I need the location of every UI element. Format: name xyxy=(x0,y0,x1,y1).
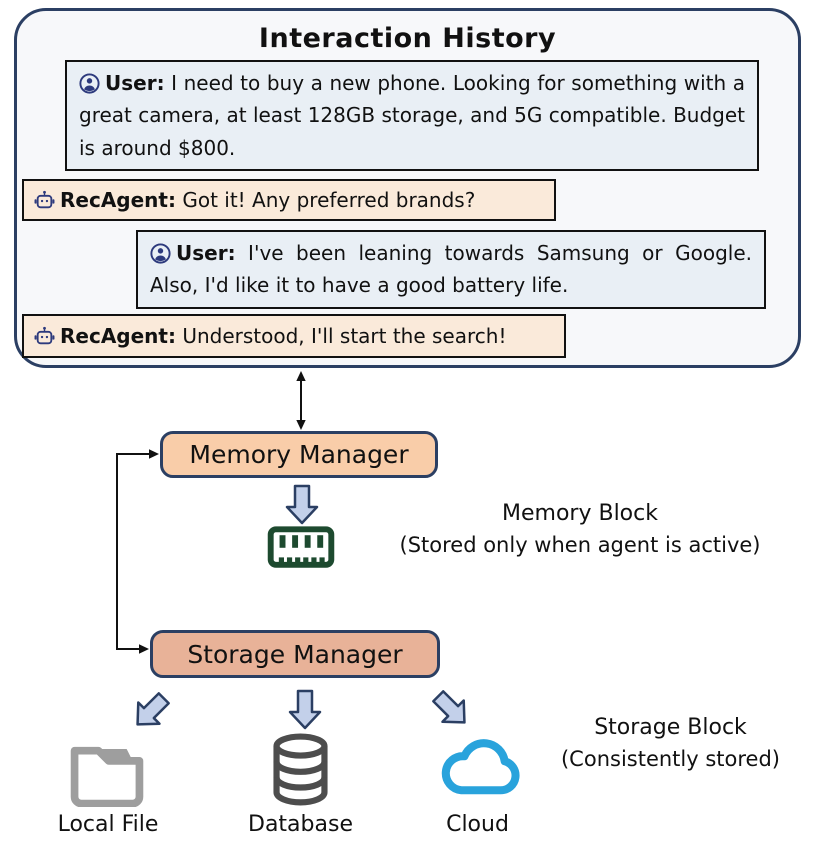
database-label: Database xyxy=(248,812,353,837)
storage-arrow-left xyxy=(136,692,170,726)
chat-bubble-user-1: User: I need to buy a new phone. Looking… xyxy=(65,60,759,172)
memory-manager-label: Memory Manager xyxy=(189,440,409,469)
storage-block-title: Storage Block xyxy=(594,715,747,740)
memory-block-title: Memory Block xyxy=(502,501,658,526)
ram-icon xyxy=(267,525,335,575)
robot-icon xyxy=(34,324,55,345)
memory-block-arrow xyxy=(285,484,319,525)
storage-block-subtitle: (Consistently stored) xyxy=(560,746,780,771)
chat-bubble-user-2: User: I've been leaning towards Samsung … xyxy=(136,230,766,309)
interaction-history-panel: Interaction History User: I need to buy … xyxy=(14,8,801,368)
memory-block-annotation: Memory Block (Stored only when agent is … xyxy=(375,498,785,560)
storage-arrow-right xyxy=(432,690,466,724)
memory-block-subtitle: (Stored only when agent is active) xyxy=(399,532,761,557)
chat-bubble-agent-1: RecAgent: Got it! Any preferred brands? xyxy=(22,179,556,222)
storage-arrow-middle xyxy=(288,689,322,730)
chat-bubble-agent-2: RecAgent: Understood, I'll start the sea… xyxy=(22,314,566,359)
storage-block-annotation: Storage Block (Consistently stored) xyxy=(543,712,798,774)
local-file-label: Local File xyxy=(57,812,159,837)
message-text: Understood, I'll start the search! xyxy=(182,324,507,348)
memory-manager-box: Memory Manager xyxy=(160,431,438,478)
robot-icon xyxy=(34,188,55,209)
speaker-label: RecAgent: xyxy=(60,324,176,348)
user-icon xyxy=(79,71,100,94)
database-icon xyxy=(261,732,340,808)
folder-icon xyxy=(66,737,148,807)
message-text: I need to buy a new phone. Looking for s… xyxy=(79,71,746,160)
panel-title: Interaction History xyxy=(258,23,557,54)
speaker-label: User: xyxy=(176,241,236,265)
cloud-label: Cloud xyxy=(446,812,509,837)
storage-manager-label: Storage Manager xyxy=(187,639,403,669)
message-text: I've been leaning towards Samsung or Goo… xyxy=(150,241,752,298)
speaker-label: RecAgent: xyxy=(60,188,176,212)
message-text: Got it! Any preferred brands? xyxy=(182,188,476,212)
manager-bracket-line xyxy=(116,449,159,654)
storage-manager-box: Storage Manager xyxy=(150,630,440,678)
history-memory-arrow xyxy=(296,371,306,430)
user-icon xyxy=(150,241,171,264)
cloud-icon xyxy=(434,733,528,801)
speaker-label: User: xyxy=(105,71,165,95)
